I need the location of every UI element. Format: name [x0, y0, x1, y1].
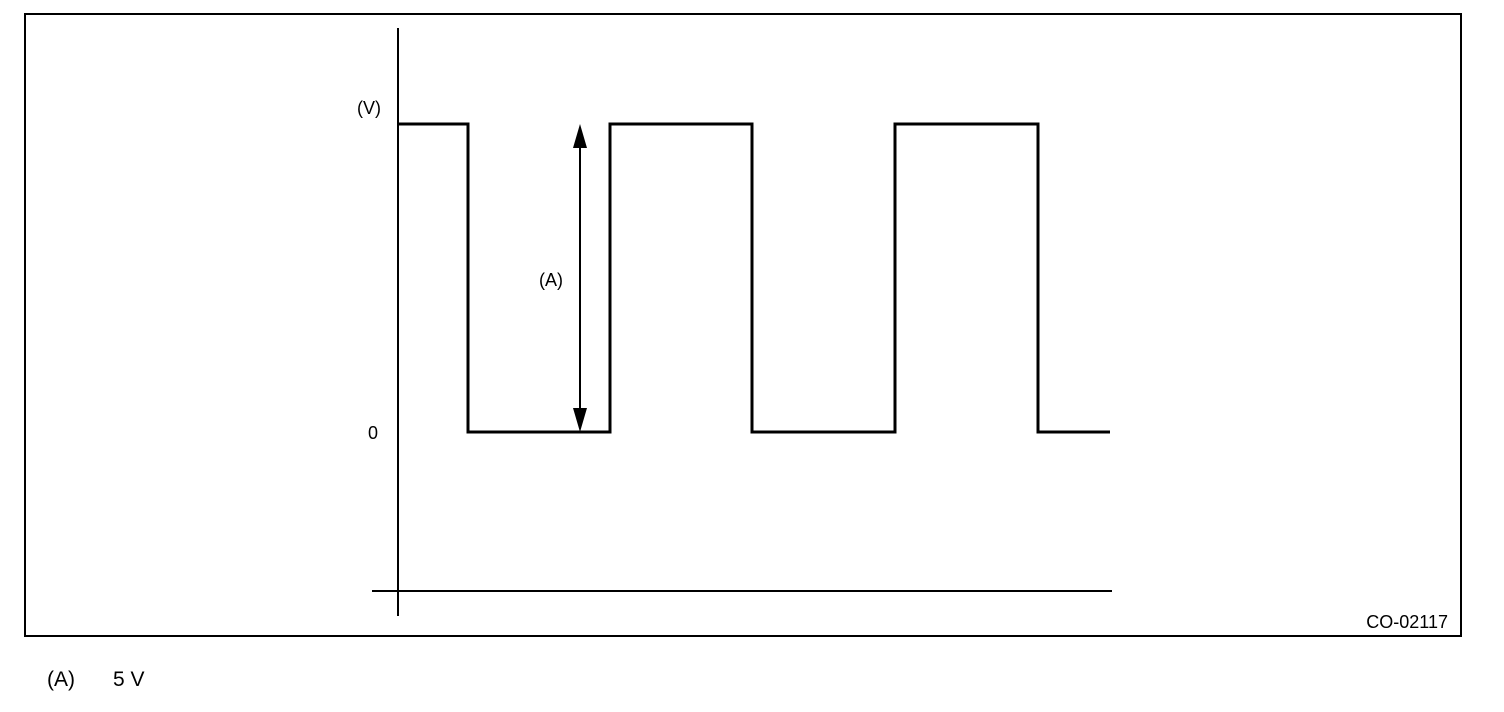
zero-level-label: 0 [368, 423, 378, 443]
amplitude-arrow [573, 124, 587, 432]
arrow-down-head [573, 408, 587, 432]
y-axis-unit-label: (V) [357, 98, 381, 118]
figure-border [24, 13, 1462, 637]
legend-value-a: 5 V [113, 668, 145, 691]
figure-code: CO-02117 [1366, 612, 1448, 632]
arrow-up-head [573, 124, 587, 148]
square-wave-signal [398, 122, 1110, 434]
amplitude-marker-label: (A) [539, 270, 563, 290]
legend-key-a: (A) [47, 668, 75, 691]
